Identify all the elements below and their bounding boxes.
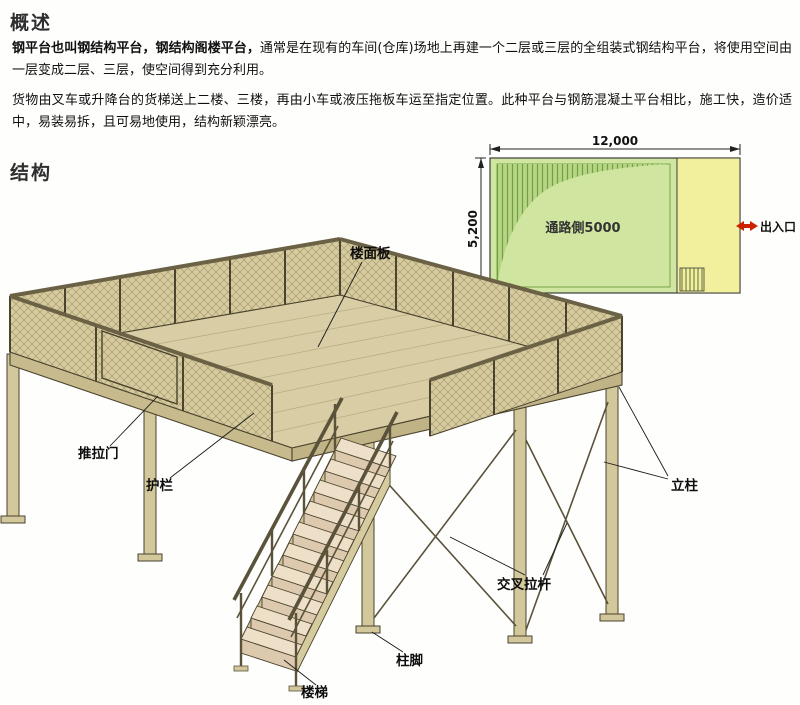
intro-paragraph: 钢平台也叫钢结构平台，钢结构阁楼平台，通常是在现有的车间(仓库)场地上再建一个二… [12, 38, 792, 82]
intro-paragraph-rest: 通常是在现有的车间(仓库)场地上再建一个二层或三层的全组装式钢结构平台，将使用空… [12, 41, 792, 78]
column-left [6, 353, 20, 519]
floor-plan: 通路側5000 12,000 5,200 出入口 [466, 134, 796, 294]
callout-stairs: 楼梯 [301, 684, 328, 701]
plan-depth-label: 5,200 [466, 210, 480, 248]
staircase [232, 397, 399, 692]
column-right-corner [605, 373, 619, 617]
deck-plank-lines [44, 304, 588, 437]
guardrails [9, 237, 623, 442]
leader-lines [109, 261, 669, 686]
callout-guardrail: 护栏 [146, 477, 173, 494]
plan-width-dimension [489, 144, 741, 155]
plan-hatch-region [497, 164, 670, 287]
column-foot-left [0, 515, 26, 524]
sliding-door-panel [101, 330, 178, 405]
stair-handrails [232, 397, 399, 692]
cross-braces [373, 401, 609, 631]
callout-column-base: 柱脚 [396, 652, 423, 669]
plan-width-label: 12,000 [592, 134, 638, 148]
callout-floor-panel: 楼面板 [350, 245, 391, 262]
platform-illustration: 楼面板 推拉门 护栏 立柱 交叉拉杆 柱脚 楼梯 [0, 237, 699, 701]
guardrail-front-left [9, 294, 273, 442]
structure-heading: 结构 [10, 162, 53, 184]
column-right-front [513, 397, 527, 639]
entrance-arrow-icon [736, 221, 758, 231]
column-foot-front [355, 625, 381, 634]
callouts: 楼面板 推拉门 护栏 立柱 交叉拉杆 柱脚 楼梯 [78, 245, 699, 701]
plan-stairs-symbol [679, 267, 705, 292]
callout-sliding-door: 推拉门 [78, 445, 119, 462]
guardrail-front-right [429, 314, 623, 437]
plan-aisle-label: 通路側5000 [545, 220, 620, 236]
column-foot-right-corner [599, 613, 625, 622]
callout-column: 立柱 [671, 477, 699, 494]
overview-heading: 概述 [10, 12, 53, 34]
column-foot-mid-left [137, 553, 163, 562]
callout-cross-brace: 交叉拉杆 [497, 576, 551, 593]
column-foot-right-front [507, 635, 533, 644]
logistics-paragraph: 货物由叉车或升降台的货梯送上二楼、三楼，再由小车或液压拖板车运至指定位置。此种平… [12, 93, 792, 130]
plan-entrance-label: 出入口 [760, 219, 796, 234]
intro-paragraph-bold: 钢平台也叫钢结构平台，钢结构阁楼平台， [12, 41, 260, 56]
